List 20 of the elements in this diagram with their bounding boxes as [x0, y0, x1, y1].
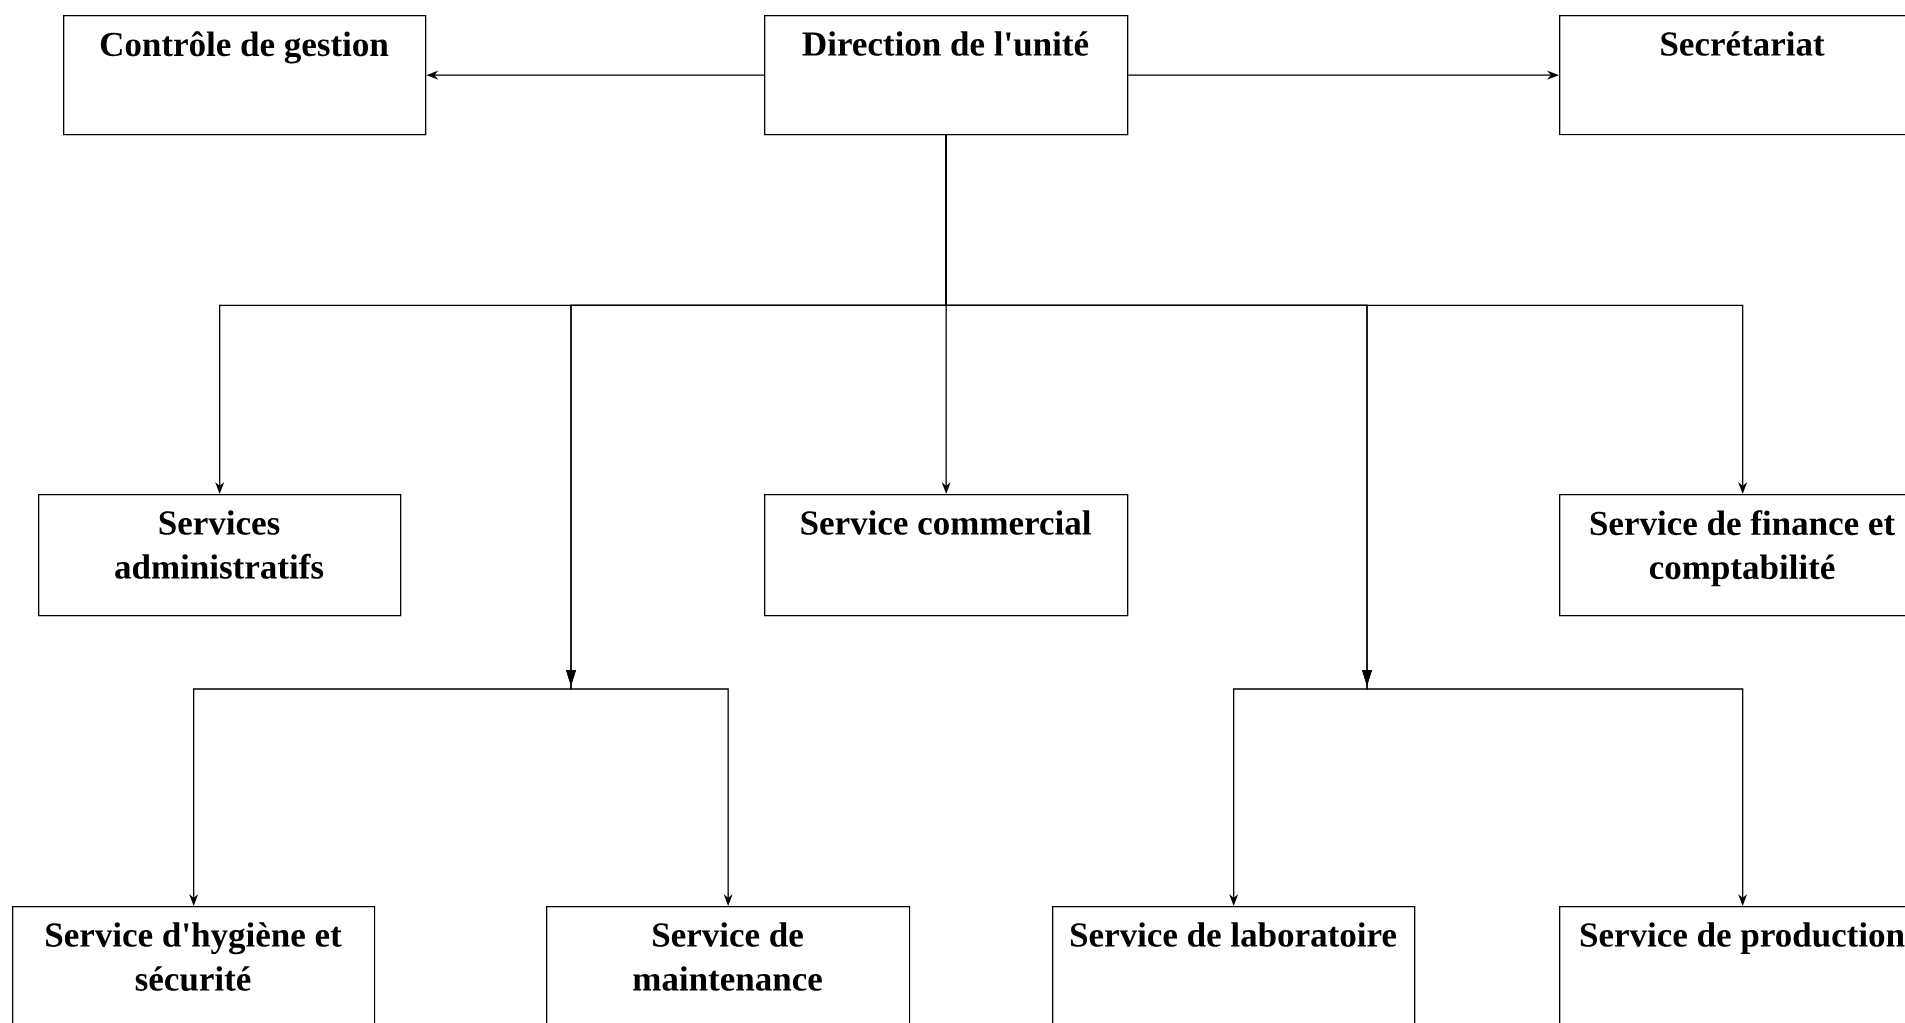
box-label: Service d'hygiène et sécurité	[46, 922, 342, 991]
box-label: Services administratifs	[115, 510, 324, 579]
box-label: Service de maintenance	[633, 922, 822, 991]
box-label: Service commercial	[801, 510, 1091, 535]
box-label: Contrôle de gestion	[100, 31, 389, 64]
org-box	[1052, 906, 1416, 1023]
org-box	[38, 494, 402, 617]
org-box	[12, 906, 376, 1023]
org-box	[1559, 494, 1905, 617]
box-label: Service de laboratoire	[1070, 922, 1397, 947]
org-box	[63, 15, 427, 136]
box-label: Direction de l'unité	[802, 31, 1089, 56]
box-label: Secrétariat	[1661, 31, 1825, 56]
org-box	[1559, 906, 1905, 1023]
box-label: Service de finance et comptabilité	[1590, 510, 1895, 587]
box-label: Service de production	[1580, 922, 1905, 954]
org-box	[764, 494, 1129, 617]
org-box	[546, 906, 911, 1023]
org-box	[764, 15, 1129, 136]
org-box	[1559, 15, 1905, 136]
